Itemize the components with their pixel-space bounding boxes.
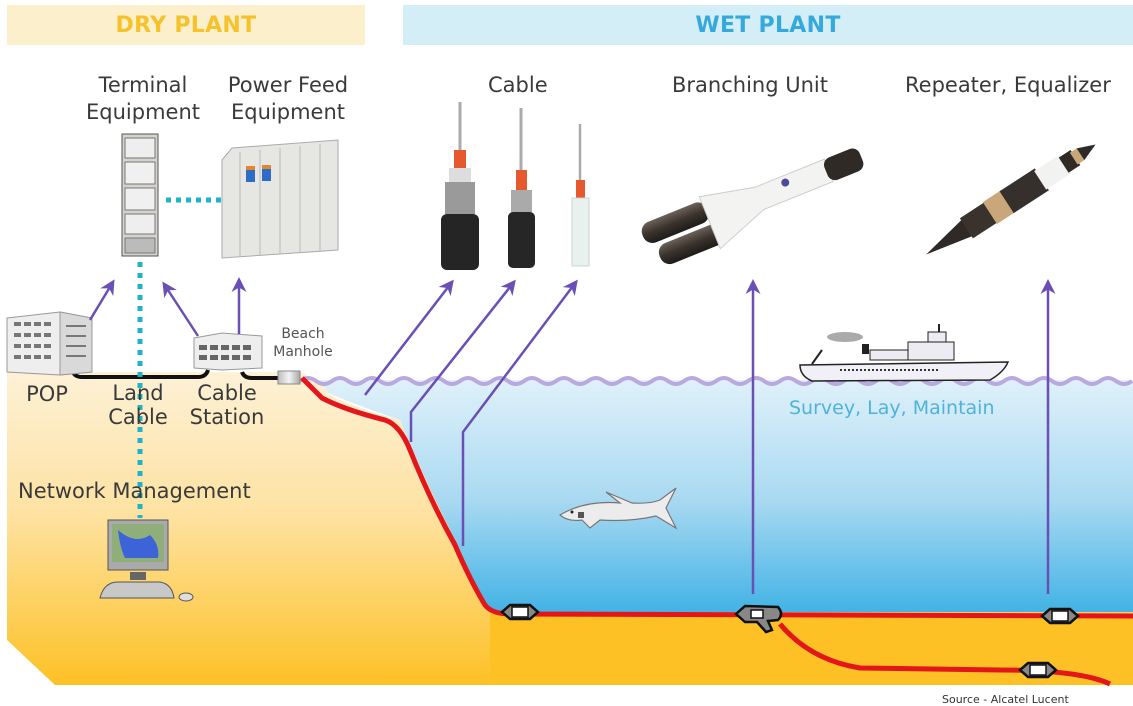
dry-plant-banner: DRY PLANT xyxy=(7,5,365,45)
arrow-station-to-terminal xyxy=(162,281,200,337)
repeater-equalizer-icon xyxy=(926,144,1096,255)
sea-surface-waves xyxy=(298,376,1133,386)
branching-unit-icon xyxy=(641,148,864,265)
network-management-label: Network Management xyxy=(18,479,251,503)
repeater-equalizer-label: Repeater, Equalizer xyxy=(905,73,1111,97)
branching-unit-label: Branching Unit xyxy=(672,73,828,97)
network-management-computer-icon xyxy=(99,519,194,602)
cable-sample-lightweight-icon xyxy=(571,124,590,267)
pop-building-icon xyxy=(6,311,93,376)
cable-station-label: Cable Station xyxy=(189,381,265,429)
beach-manhole-label: Beach Manhole xyxy=(273,326,333,360)
source-caption: Source - Alcatel Lucent xyxy=(942,693,1069,706)
repeater-3 xyxy=(1018,661,1058,679)
land-seabed xyxy=(7,372,1133,685)
submarine-cable-main xyxy=(300,376,1133,619)
submarine-cable-branch xyxy=(778,622,1112,687)
dry-plant-title: DRY PLANT xyxy=(115,12,257,38)
arrow-pop-to-terminal xyxy=(88,279,115,321)
cable-sample-heavy-armour-icon xyxy=(441,102,479,270)
shark-icon xyxy=(558,487,678,530)
terminal-equipment-icon xyxy=(121,133,159,257)
arrow-cable-3 xyxy=(461,279,578,546)
cable-station-icon xyxy=(193,332,263,371)
survey-lay-maintain-label: Survey, Lay, Maintain xyxy=(789,397,995,419)
repeater-1 xyxy=(500,603,540,621)
station-to-manhole-cable xyxy=(240,371,278,380)
cable-label: Cable xyxy=(488,73,548,97)
beach-manhole-icon xyxy=(277,370,301,385)
cable-sample-light-armour-icon xyxy=(508,108,535,268)
wet-plant-title: WET PLANT xyxy=(695,12,841,38)
power-feed-equipment-icon xyxy=(221,139,339,259)
land-cable-label: Land Cable xyxy=(108,381,168,429)
branching-unit-node xyxy=(734,604,783,634)
arrow-cable-1 xyxy=(364,279,454,396)
terminal-equipment-label: Terminal Equipment xyxy=(86,73,200,124)
sea-water xyxy=(300,380,1133,620)
repeater-2 xyxy=(1040,607,1080,625)
power-feed-equipment-label: Power Feed Equipment xyxy=(227,73,349,124)
wet-plant-banner: WET PLANT xyxy=(403,5,1133,45)
cable-ship-icon xyxy=(799,324,1010,382)
arrow-cable-2 xyxy=(409,279,516,442)
pop-label: POP xyxy=(26,382,68,406)
